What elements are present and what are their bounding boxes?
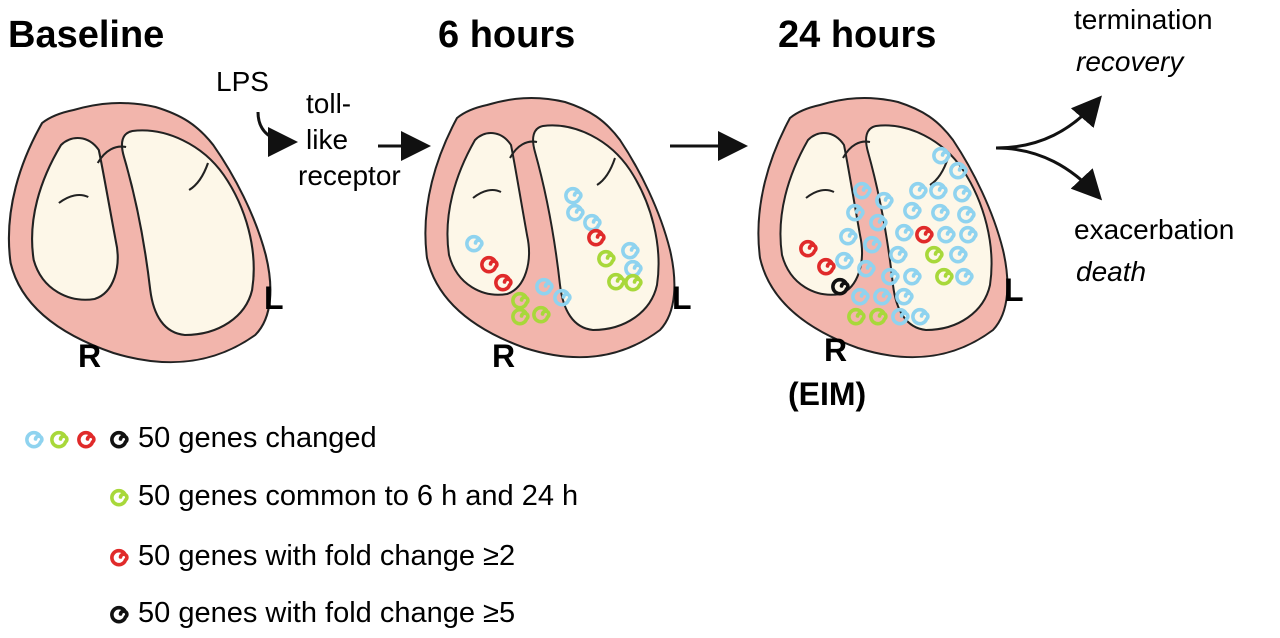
receptor-line-1: toll- <box>306 88 352 119</box>
lps-label: LPS <box>216 66 269 97</box>
baseline-heart <box>7 101 272 364</box>
recovery-label: recovery <box>1076 46 1184 77</box>
legend-item-changed: 50 genes changed <box>138 422 377 454</box>
twentyfour-hours-title: 24 hours <box>778 14 937 56</box>
twentyfour-left-label: L <box>1004 272 1024 308</box>
death-label: death <box>1076 256 1147 287</box>
arrow-to-recovery <box>995 95 1102 150</box>
twentyfour-right-label: R <box>824 332 848 368</box>
exacerbation-label: exacerbation <box>1074 214 1235 245</box>
receptor-line-2: like <box>306 124 349 155</box>
six-hours-title: 6 hours <box>438 14 576 56</box>
baseline-title: Baseline <box>8 14 165 56</box>
legend-icons <box>25 430 129 624</box>
twentyfour-eim-label: (EIM) <box>788 376 867 412</box>
arrow-to-death <box>995 146 1103 201</box>
legend-item-common: 50 genes common to 6 h and 24 h <box>138 480 579 512</box>
six-hours-left-label: L <box>672 280 692 316</box>
baseline-left-label: L <box>264 280 284 316</box>
six-hours-heart <box>424 97 676 359</box>
legend-item-fold5: 50 genes with fold change ≥5 <box>138 597 516 629</box>
six-hours-right-label: R <box>492 338 516 374</box>
baseline-right-label: R <box>78 338 102 374</box>
receptor-line-3: receptor <box>298 160 401 191</box>
lps-arrow <box>256 111 298 157</box>
legend-item-fold2: 50 genes with fold change ≥2 <box>138 540 516 572</box>
termination-label: termination <box>1074 4 1213 35</box>
